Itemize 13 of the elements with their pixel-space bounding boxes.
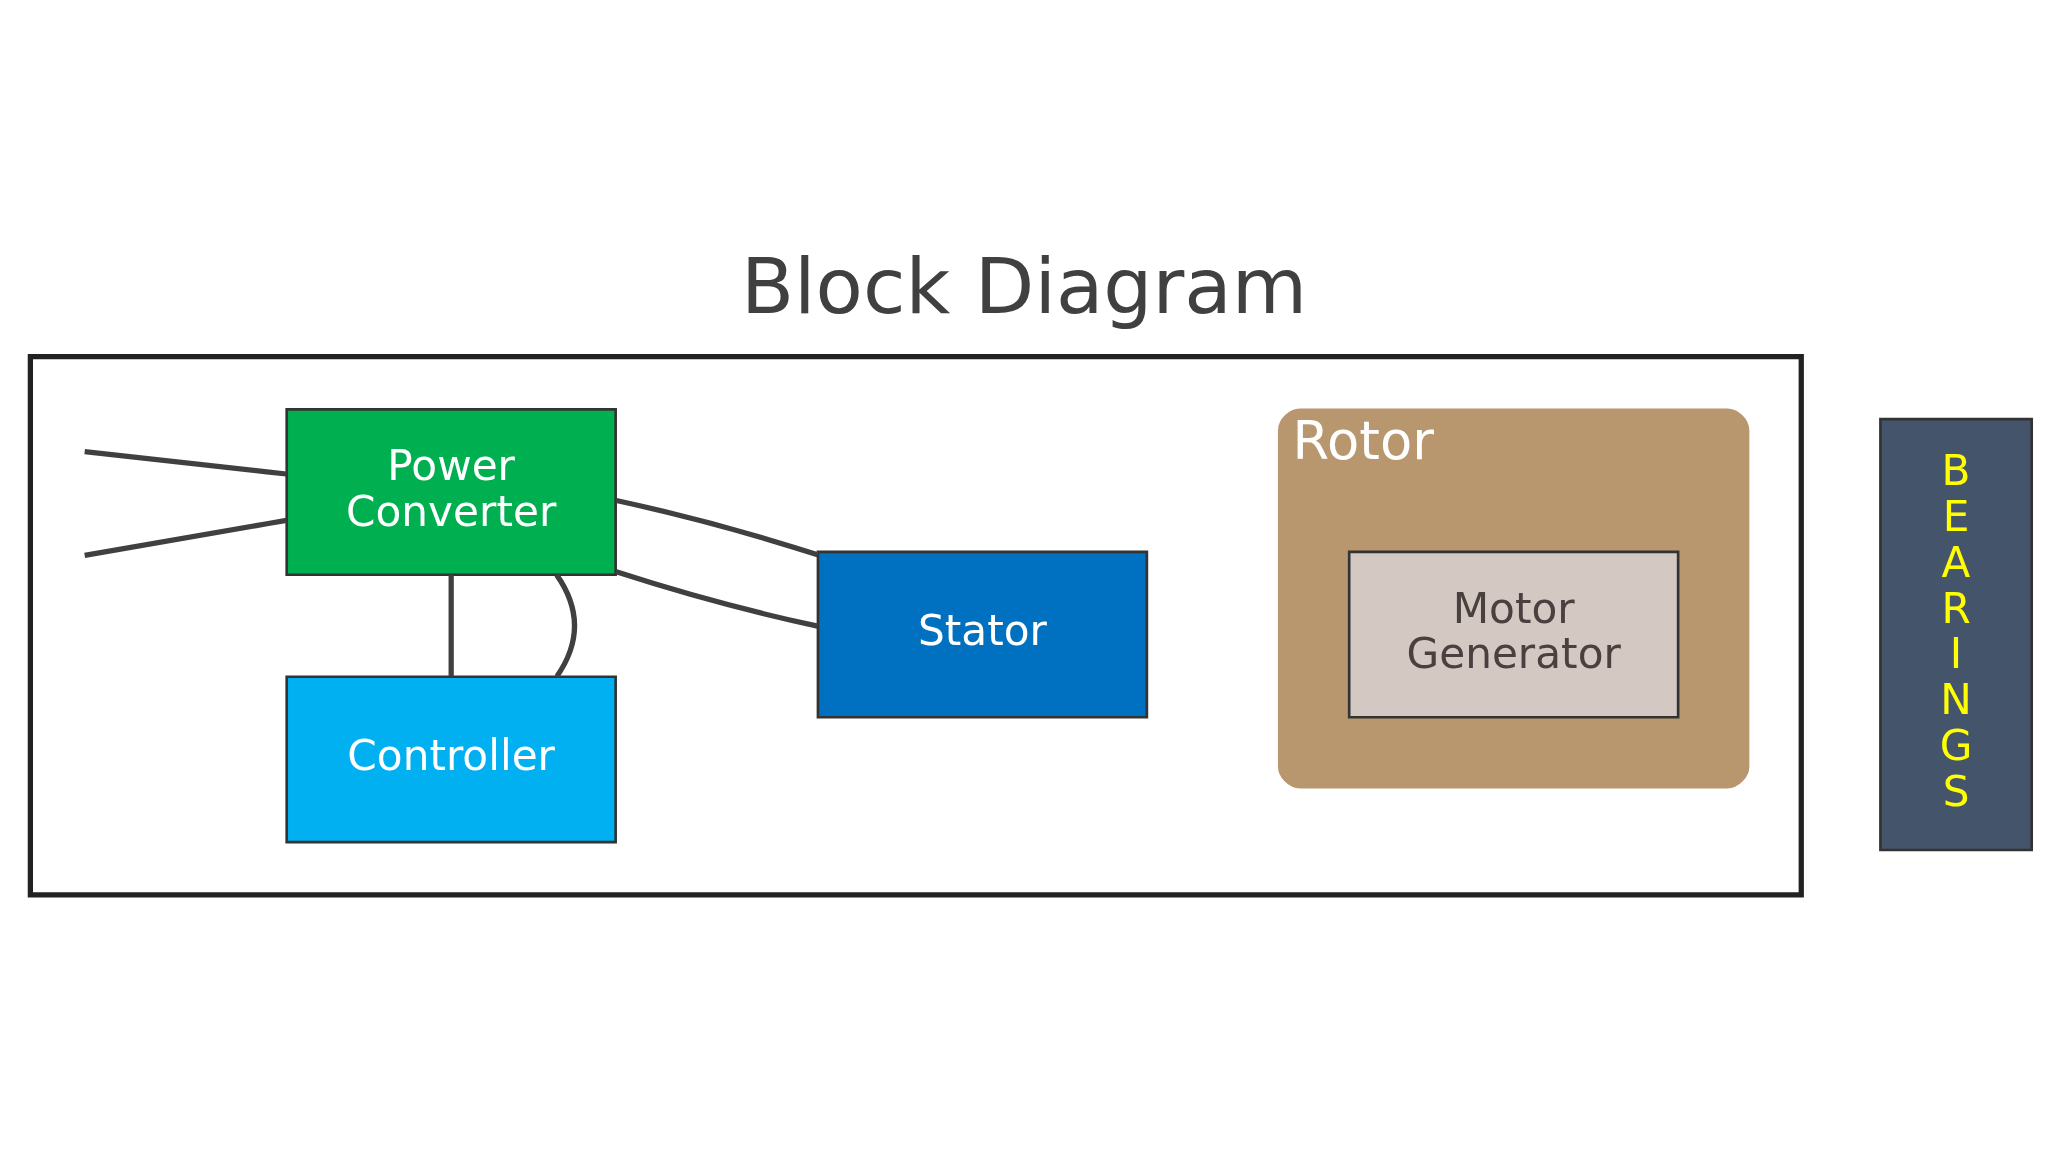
node-box: Power Converter: [285, 407, 617, 576]
diagram-title: Block Diagram: [740, 240, 1308, 331]
node-box: Motor Generator: [1347, 550, 1680, 719]
node-box: Controller: [285, 674, 617, 843]
node-box: BEARINGS: [1879, 417, 2033, 851]
cluster: [27, 353, 1804, 898]
connector: [615, 568, 819, 629]
connector: [448, 574, 454, 676]
connector: [615, 497, 819, 557]
node-box: Stator: [816, 550, 1149, 719]
connector: [84, 448, 287, 477]
connector: [84, 517, 287, 558]
connector: [554, 572, 578, 678]
